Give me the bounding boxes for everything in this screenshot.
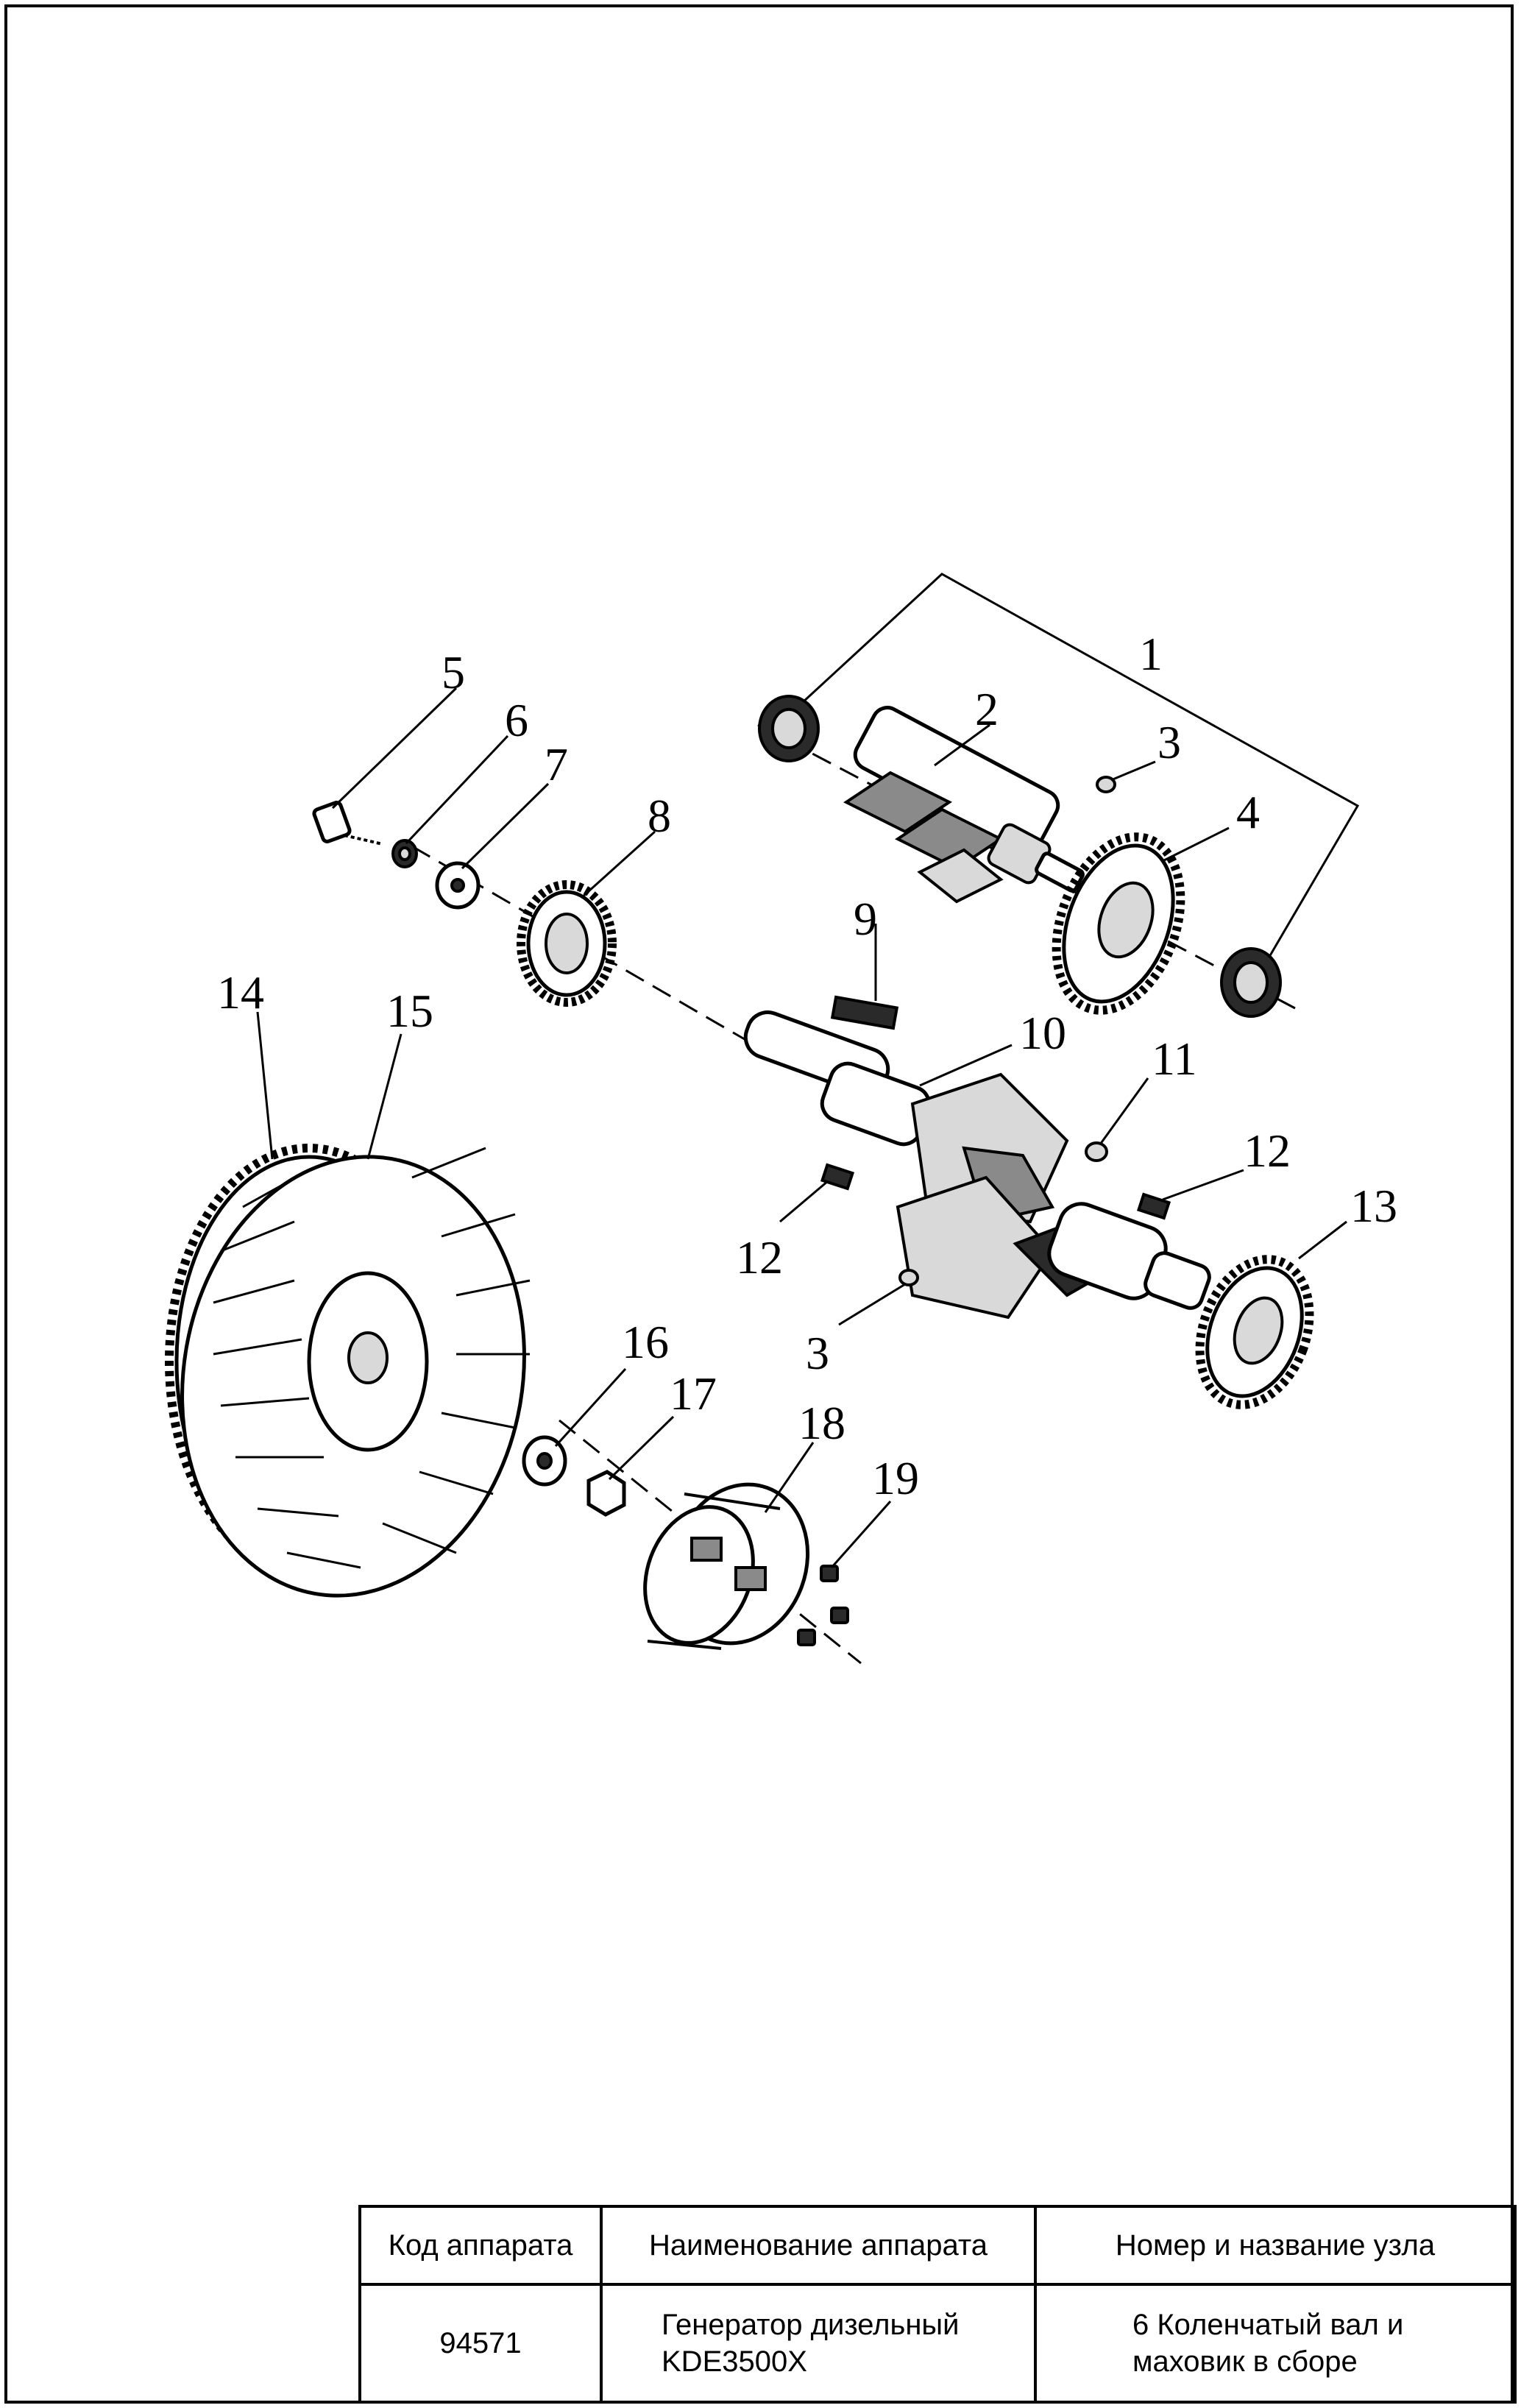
device-name-line2: KDE3500X xyxy=(662,2345,807,2378)
callout-4: 4 xyxy=(1236,786,1260,838)
camshaft-axis-line xyxy=(757,723,1296,1010)
flywheel-nut xyxy=(586,1470,626,1517)
callout-9: 9 xyxy=(854,893,877,945)
key-left xyxy=(820,1163,855,1191)
callout-12-right: 12 xyxy=(1244,1125,1291,1177)
timing-gear xyxy=(1195,1255,1314,1409)
device-code: 94571 xyxy=(358,2283,603,2404)
callout-11: 11 xyxy=(1152,1033,1197,1085)
device-name: Генератор дизельный KDE3500X xyxy=(600,2283,1037,2404)
device-name-line1: Генератор дизельный xyxy=(662,2309,960,2341)
dowel-pin-bottom xyxy=(898,1269,919,1286)
flywheel xyxy=(165,1144,531,1598)
callout-8: 8 xyxy=(648,790,671,842)
camshaft xyxy=(843,706,1085,904)
flat-washer xyxy=(435,861,481,910)
callout-17: 17 xyxy=(670,1367,717,1420)
flywheel-washer xyxy=(522,1435,567,1487)
callout-2: 2 xyxy=(975,683,999,735)
group-1-bracket xyxy=(801,573,1360,957)
assembly-name-line1: 6 Коленчатый вал и xyxy=(1132,2309,1404,2341)
assembly-name: 6 Коленчатый вал и маховик в сборе xyxy=(1034,2283,1517,2404)
callout-5: 5 xyxy=(442,646,465,698)
callout-6: 6 xyxy=(505,694,528,746)
callout-12-left: 12 xyxy=(736,1231,783,1283)
callout-13: 13 xyxy=(1350,1180,1397,1232)
cam-gear xyxy=(1052,832,1185,1015)
callout-19: 19 xyxy=(872,1452,919,1504)
header-device-code: Код аппарата xyxy=(358,2205,603,2286)
crank-gear xyxy=(517,880,617,1007)
callout-16: 16 xyxy=(622,1316,669,1368)
screws xyxy=(797,1565,849,1646)
header-assembly: Номер и название узла xyxy=(1034,2205,1517,2286)
callout-14: 14 xyxy=(217,966,264,1019)
callout-10: 10 xyxy=(1019,1007,1066,1059)
leader-lines xyxy=(256,687,1347,1568)
spring-washer xyxy=(391,839,418,868)
callout-3-top: 3 xyxy=(1157,716,1181,768)
header-device-name: Наименование аппарата xyxy=(600,2205,1037,2286)
oil-plug xyxy=(1085,1141,1108,1162)
callout-18: 18 xyxy=(798,1397,845,1449)
title-block: Код аппарата Наименование аппарата Номер… xyxy=(358,2205,1517,2404)
page-frame xyxy=(4,4,1514,2404)
callout-3-bottom: 3 xyxy=(806,1327,829,1379)
crankshaft xyxy=(743,1010,1211,1320)
callout-7: 7 xyxy=(545,738,568,790)
camshaft-bearing-left xyxy=(758,695,820,762)
camshaft-bearing-right xyxy=(1220,947,1282,1018)
callout-1: 1 xyxy=(1139,628,1163,680)
callout-15: 15 xyxy=(386,985,433,1037)
key xyxy=(830,995,899,1030)
key-right xyxy=(1136,1192,1171,1220)
dowel-pin-top xyxy=(1096,776,1116,793)
starter-cup xyxy=(643,1482,810,1650)
assembly-name-line2: маховик в сборе xyxy=(1132,2345,1358,2378)
bolt xyxy=(312,801,383,846)
